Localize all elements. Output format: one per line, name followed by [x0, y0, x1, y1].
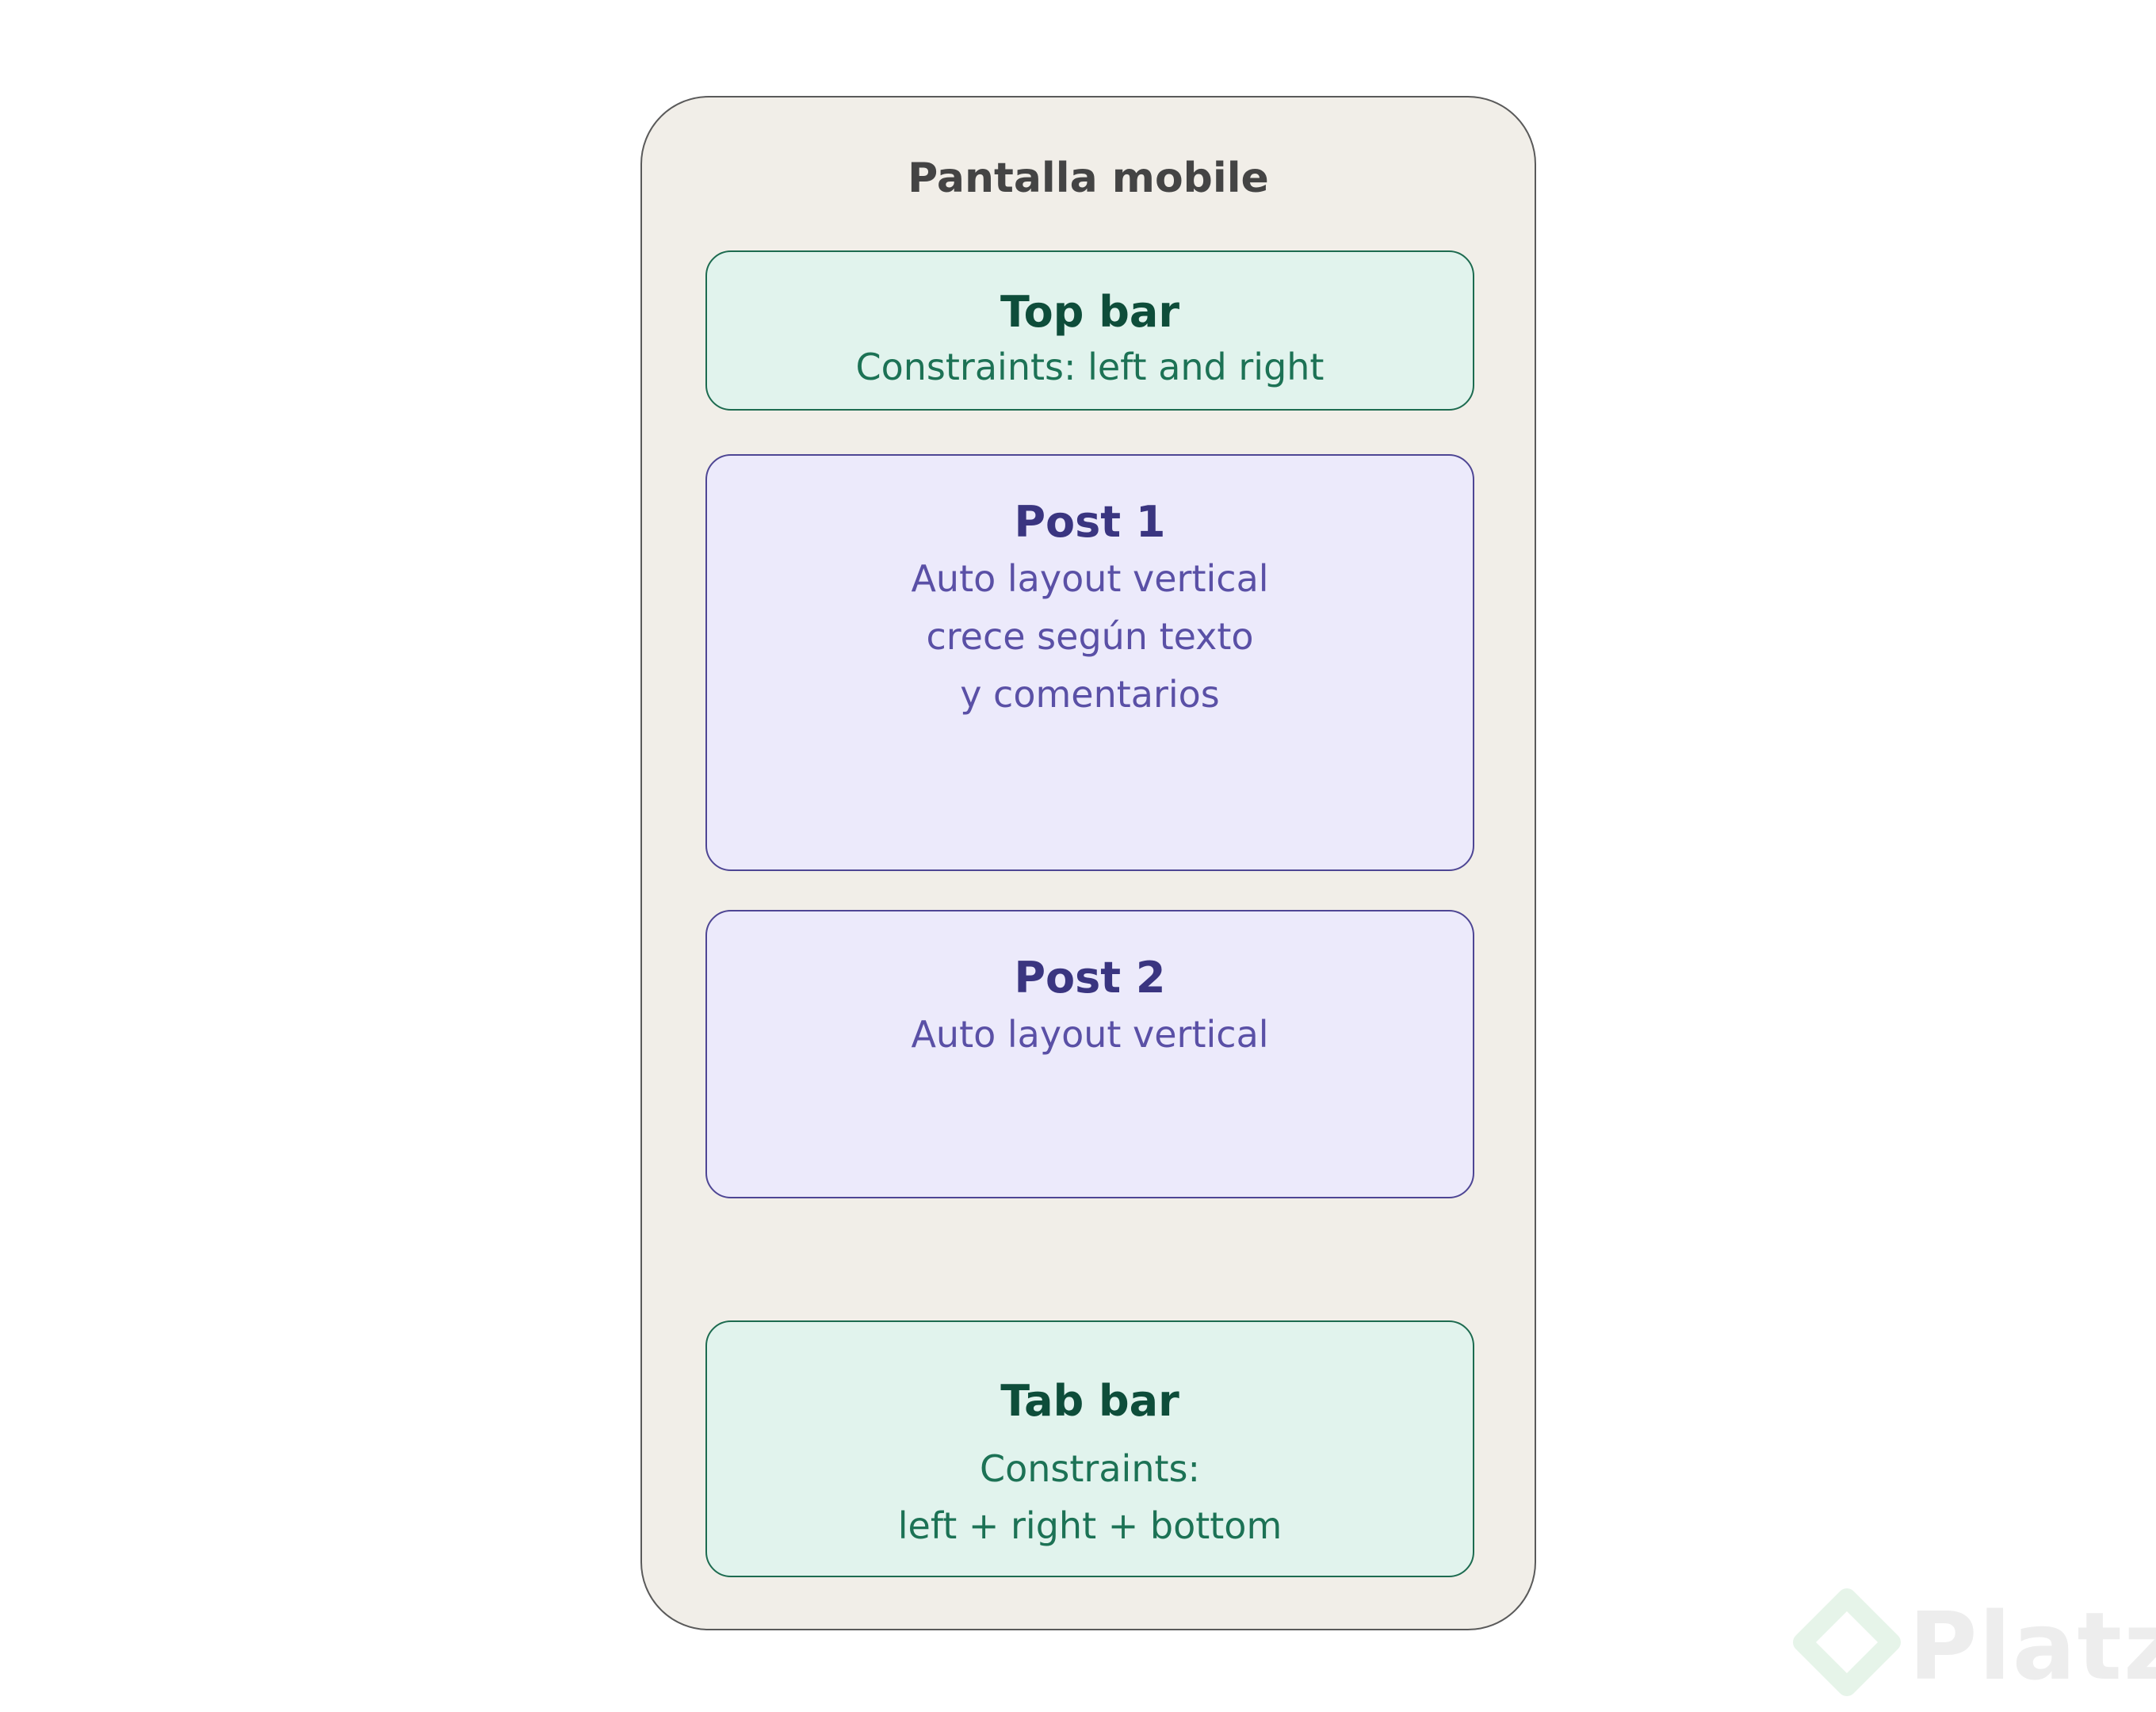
platzi-logo-icon — [1793, 1588, 1901, 1696]
tab-bar-title: Tab bar — [1000, 1376, 1179, 1426]
post-1-line: y comentarios — [960, 673, 1220, 716]
top-bar-title: Top bar — [1000, 287, 1179, 337]
post-1-block: Post 1 Auto layout vertical crece según … — [705, 454, 1474, 871]
post-1-title: Post 1 — [1014, 497, 1166, 547]
tab-bar-block: Tab bar Constraints: left + right + bott… — [705, 1320, 1474, 1577]
platzi-wordmark: Platzi — [1909, 1592, 2156, 1701]
post-1-line: crece según texto — [926, 615, 1254, 658]
top-bar-block: Top bar Constraints: left and right — [705, 250, 1474, 411]
post-1-line: Auto layout vertical — [911, 557, 1269, 600]
post-2-block: Post 2 Auto layout vertical — [705, 910, 1474, 1198]
post-2-title: Post 2 — [1014, 953, 1166, 1003]
tab-bar-constraint-line: Constraints: — [980, 1447, 1200, 1490]
tab-bar-constraint-line: left + right + bottom — [897, 1504, 1283, 1547]
platzi-watermark: Platzi — [1791, 1588, 2156, 1701]
post-2-line: Auto layout vertical — [911, 1013, 1269, 1056]
screen-title: Pantalla mobile — [908, 155, 1269, 202]
top-bar-constraint: Constraints: left and right — [855, 346, 1325, 388]
mobile-screen-frame: Pantalla mobile Top bar Constraints: lef… — [640, 96, 1536, 1630]
